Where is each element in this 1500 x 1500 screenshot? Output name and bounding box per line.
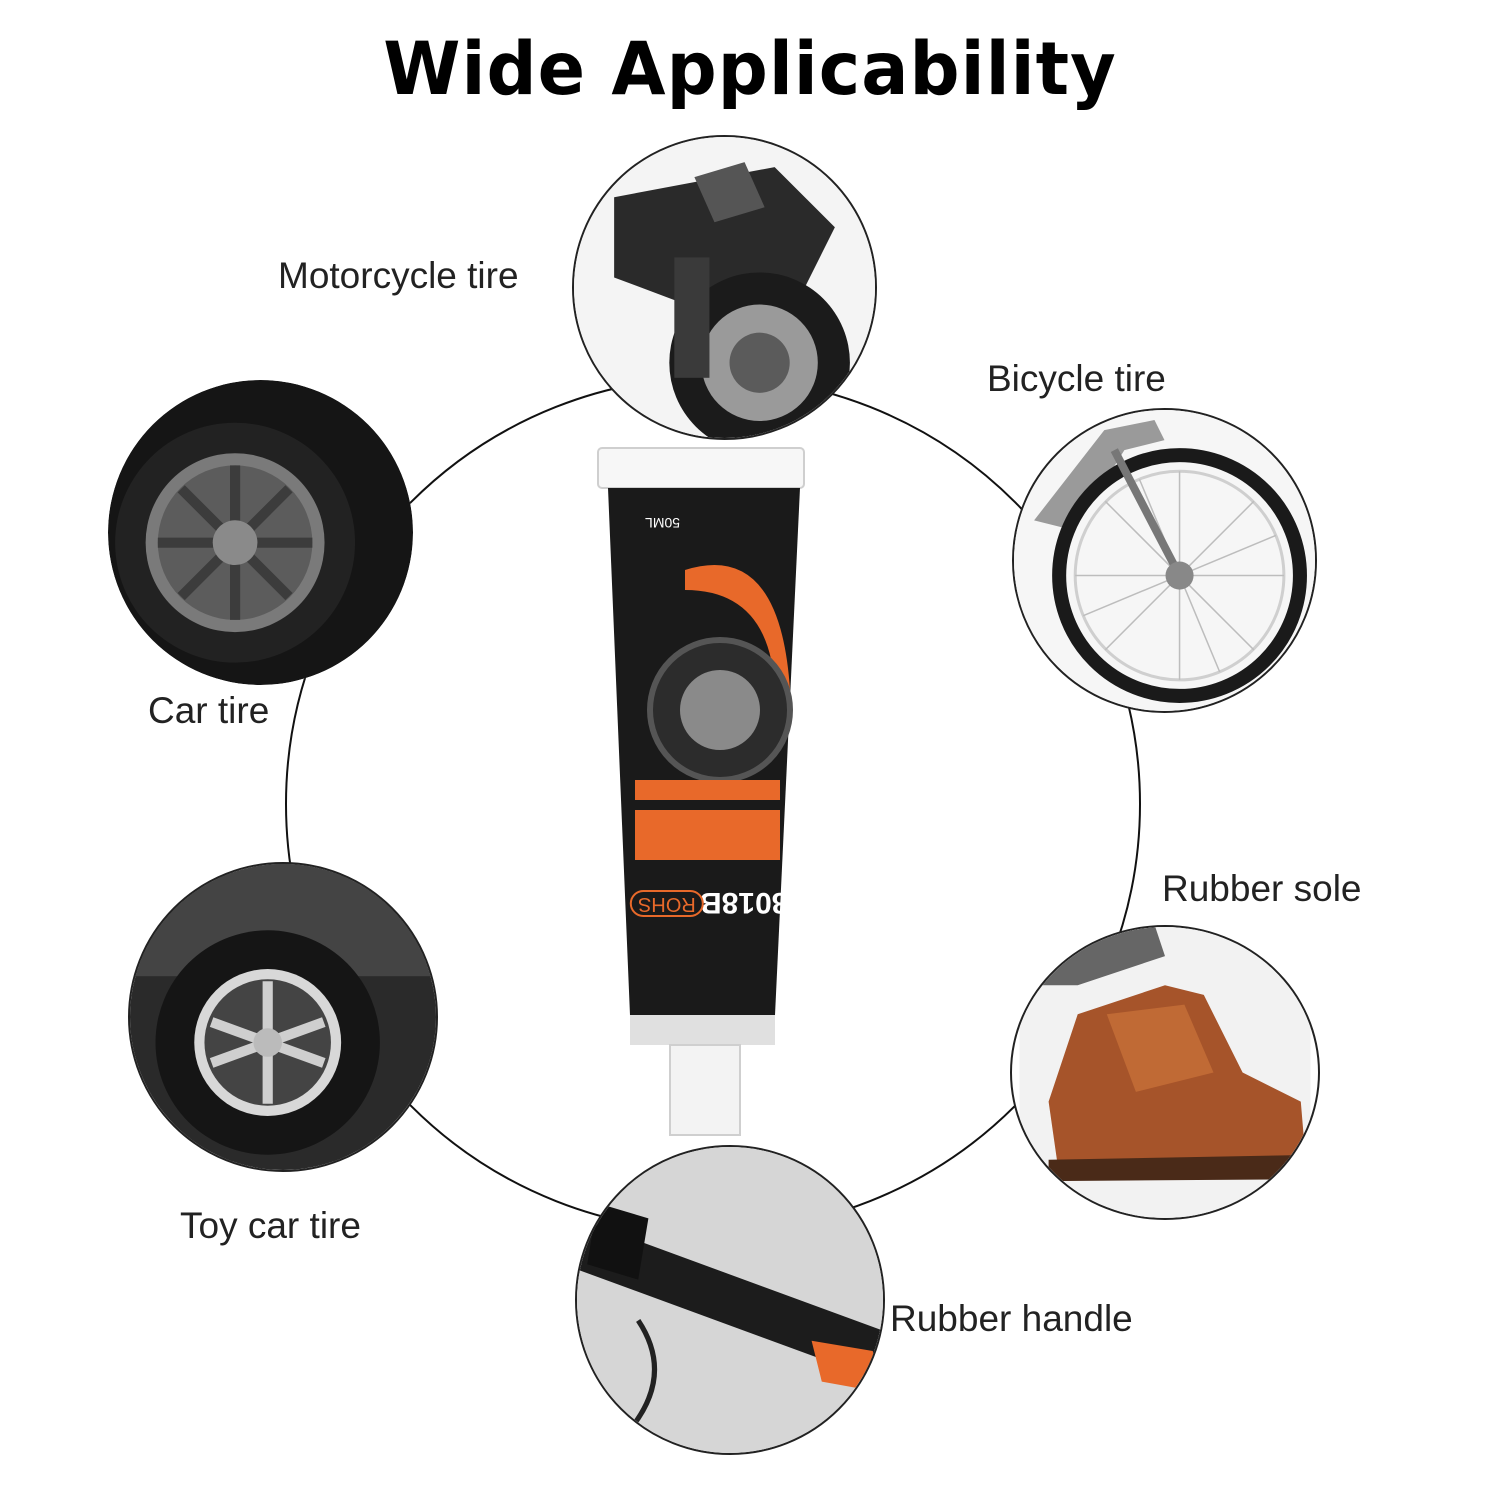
product-tube: 50ML 8018B ROHS <box>590 440 820 1140</box>
label-rubber-sole: Rubber sole <box>1162 868 1362 909</box>
label-bicycle-tire: Bicycle tire <box>987 358 1166 399</box>
product-volume-label: 50ML <box>645 515 681 531</box>
product-badge: ROHS <box>630 890 704 917</box>
motorcycle-tire-photo <box>572 135 877 440</box>
rubber-handle-photo <box>575 1145 885 1455</box>
label-toy-car-tire: Toy car tire <box>180 1205 361 1246</box>
rubber-sole-photo <box>1010 925 1320 1220</box>
car-tire-photo <box>108 380 413 685</box>
label-car-tire: Car tire <box>148 690 270 731</box>
toy-car-tire-photo <box>128 862 438 1172</box>
page-title: Wide Applicability <box>383 25 1117 113</box>
label-motorcycle-tire: Motorcycle tire <box>278 255 519 296</box>
bicycle-tire-photo <box>1012 408 1317 713</box>
product-model-label: 8018B <box>700 886 789 919</box>
label-rubber-handle: Rubber handle <box>890 1298 1133 1339</box>
